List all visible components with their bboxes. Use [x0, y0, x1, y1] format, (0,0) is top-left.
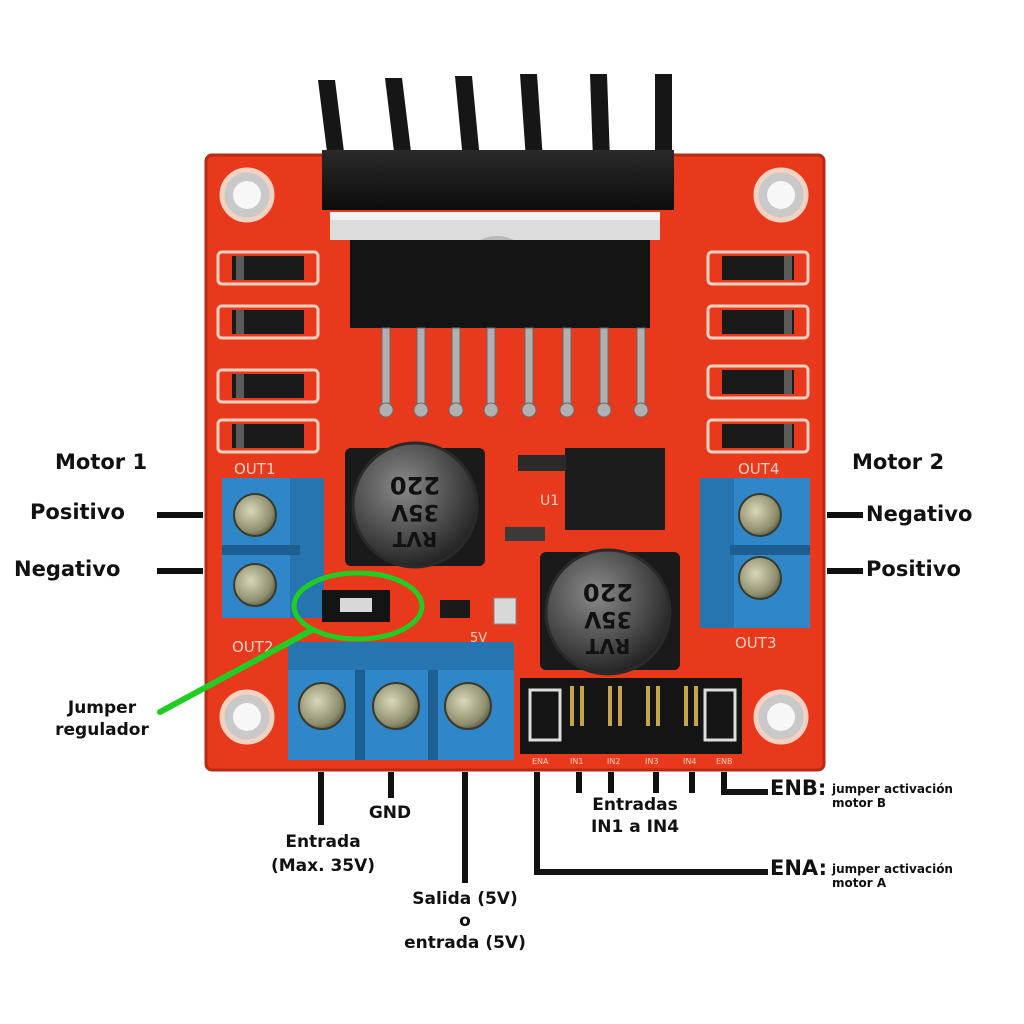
label-ena-desc-line1: jumper activación — [832, 862, 953, 876]
diode — [216, 304, 320, 340]
label-gnd: GND — [368, 803, 412, 823]
silk-out4: OUT4 — [738, 460, 780, 478]
silk-5v: 5V — [470, 631, 487, 646]
capacitor-marking: RVT — [392, 527, 437, 551]
terminal-block-motor1 — [222, 478, 324, 618]
capacitor: RVT 35V 220 — [345, 441, 485, 569]
capacitor: RVT 35V 220 — [540, 548, 680, 676]
diode — [216, 418, 320, 454]
smd-component — [440, 600, 470, 618]
ic-legs — [378, 327, 649, 418]
diode — [706, 418, 810, 454]
label-salida-line2: o — [459, 911, 471, 931]
capacitor-marking: 35V — [391, 499, 439, 524]
mounting-hole — [753, 167, 809, 223]
regulator-label: U1 — [540, 493, 559, 509]
silk-out3: OUT3 — [735, 634, 777, 652]
label-entradas: Entradas IN1 a IN4 — [560, 794, 710, 838]
label-salida: Salida (5V) o entrada (5V) — [385, 888, 545, 954]
silk-pin: ENB — [716, 757, 733, 766]
label-motor1-positivo: Positivo — [30, 500, 125, 524]
label-jumper-regulador: Jumper regulador — [42, 697, 162, 741]
label-enb-desc: jumper activación motor B — [832, 782, 953, 810]
label-entrada-line2: (Max. 35V) — [270, 856, 376, 876]
label-ena-desc-line2: motor A — [832, 876, 887, 890]
silk-pin: IN2 — [607, 757, 620, 766]
diode — [706, 304, 810, 340]
diode — [706, 364, 810, 400]
label-enb-title: ENB: — [770, 776, 827, 800]
silk-out2: OUT2 — [232, 638, 274, 656]
leader-ena — [534, 772, 768, 875]
capacitor-marking: RVT — [585, 634, 630, 658]
label-motor2-negativo: Negativo — [866, 502, 973, 526]
label-ena-desc: jumper activación motor A — [832, 862, 953, 890]
silk-pin: IN3 — [645, 757, 658, 766]
label-enb-desc-line1: jumper activación — [832, 782, 953, 796]
silk-pin: IN1 — [570, 757, 583, 766]
label-jumper-line2: regulador — [55, 720, 149, 740]
capacitor-marking: 35V — [584, 606, 632, 631]
diode — [216, 250, 320, 286]
mounting-hole — [753, 689, 809, 745]
jumper-pointer — [157, 627, 315, 715]
label-salida-line1: Salida (5V) — [412, 889, 518, 909]
header-pins — [520, 678, 742, 754]
silk-out1: OUT1 — [234, 460, 276, 478]
label-motor1-negativo: Negativo — [14, 557, 121, 581]
heatsink — [318, 74, 674, 328]
capacitor-marking: 220 — [583, 578, 633, 606]
capacitor-marking: 220 — [390, 471, 440, 499]
diode — [216, 368, 320, 404]
label-motor1: Motor 1 — [55, 450, 148, 474]
terminal-block-power — [288, 642, 514, 760]
label-motor2-positivo: Positivo — [866, 557, 961, 581]
regulator-jumper — [322, 590, 390, 622]
label-entradas-line1: Entradas — [592, 795, 678, 815]
label-ena-title: ENA: — [770, 856, 827, 880]
mounting-hole — [219, 689, 275, 745]
label-motor2: Motor 2 — [852, 450, 945, 474]
label-jumper-line1: Jumper — [67, 698, 137, 718]
label-entrada-line1: Entrada — [285, 832, 361, 852]
led — [493, 597, 517, 625]
label-enb-desc-line2: motor B — [832, 796, 886, 810]
silk-pin: ENA — [532, 757, 549, 766]
label-entrada: Entrada (Max. 35V) — [238, 830, 408, 878]
terminal-block-motor2 — [700, 478, 810, 628]
leader-enb — [721, 772, 768, 795]
mounting-hole — [219, 167, 275, 223]
silk-pin: IN4 — [683, 757, 696, 766]
diode — [706, 250, 810, 286]
label-salida-line3: entrada (5V) — [404, 933, 526, 953]
voltage-regulator: U1 — [505, 448, 665, 541]
label-entradas-line2: IN1 a IN4 — [590, 817, 680, 837]
jumper-highlight — [291, 570, 425, 642]
